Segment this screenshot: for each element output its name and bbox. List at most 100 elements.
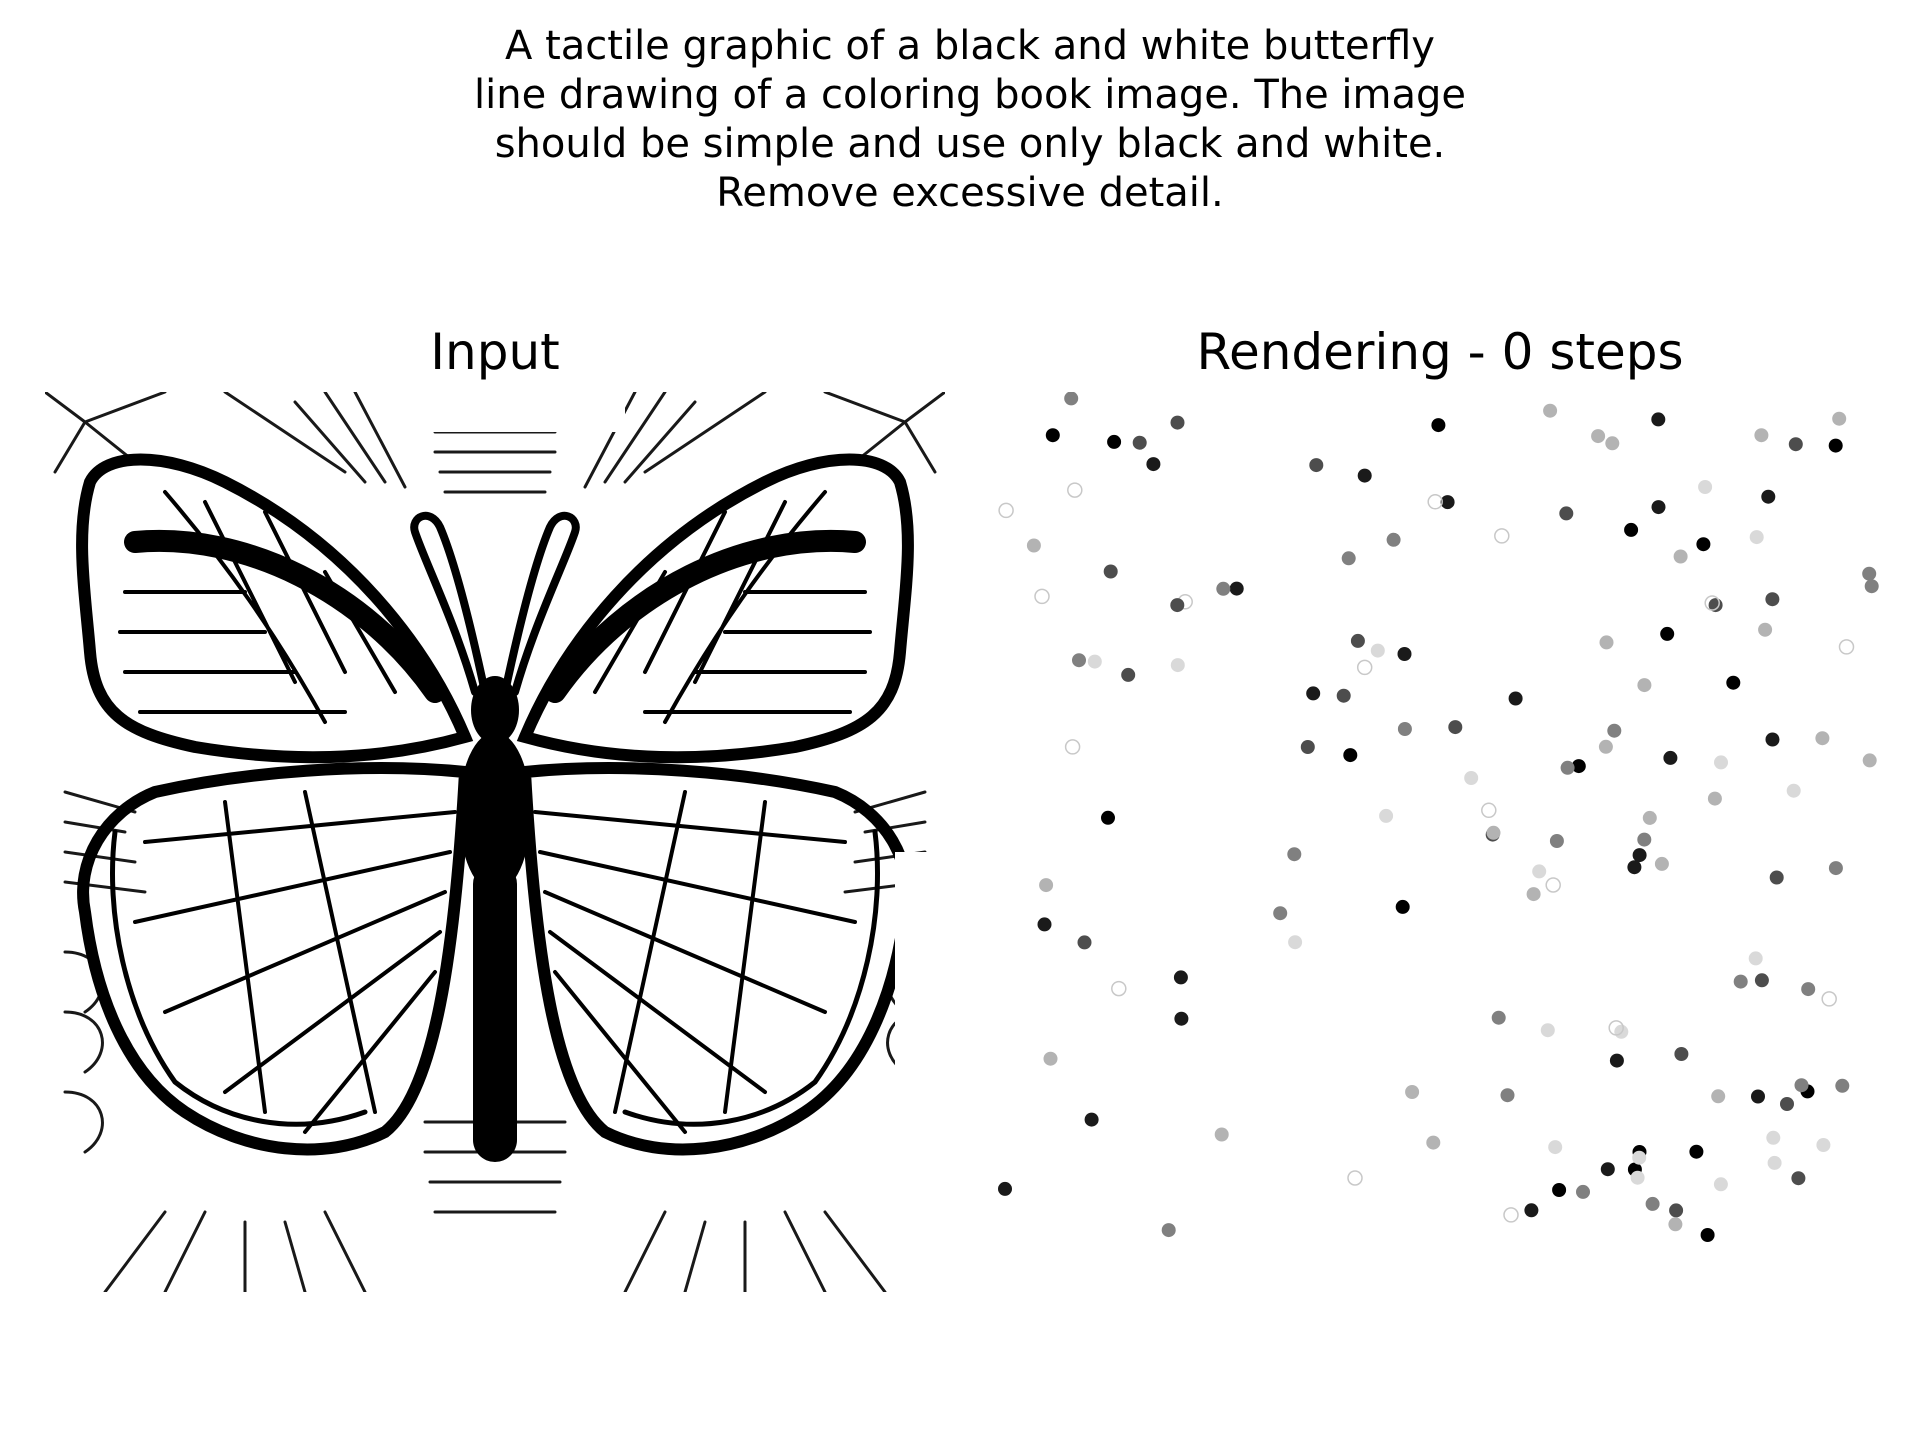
render-dot — [1500, 1088, 1515, 1103]
render-dot — [1309, 458, 1324, 473]
render-dot — [1229, 581, 1244, 596]
render-dot — [1386, 532, 1401, 547]
render-dot — [1627, 860, 1642, 875]
render-dot — [1838, 639, 1855, 655]
prompt-line: should be simple and use only black and … — [494, 121, 1446, 167]
render-dot — [1726, 675, 1741, 690]
render-dot — [1356, 659, 1373, 676]
render-dot — [1576, 1184, 1590, 1199]
render-dot — [1733, 974, 1748, 989]
render-dot — [1494, 528, 1510, 544]
render-dot — [1767, 1155, 1782, 1170]
render-dot — [1786, 783, 1801, 798]
render-dot — [1630, 1170, 1645, 1185]
render-dot — [1637, 678, 1652, 693]
render-dot — [1072, 653, 1086, 668]
render-dot — [1704, 595, 1720, 611]
render-dot — [1713, 1177, 1728, 1192]
render-dot — [1711, 1089, 1726, 1104]
render-dot — [1545, 877, 1561, 893]
render-dot — [1609, 1053, 1624, 1068]
render-dot — [1669, 1203, 1684, 1218]
render-dot — [1607, 723, 1622, 738]
render-dot — [1754, 973, 1769, 988]
render-dot — [1788, 437, 1803, 452]
render-dot — [1170, 415, 1185, 430]
render-dot — [1336, 688, 1351, 703]
render-dot — [1084, 1112, 1099, 1127]
render-dot — [1540, 1023, 1555, 1038]
render-dot — [1696, 537, 1711, 552]
render-dot — [1668, 1217, 1683, 1232]
render-dot — [1862, 566, 1877, 581]
render-dot — [1754, 428, 1769, 443]
render-dot — [1751, 1089, 1765, 1104]
render-dot — [1815, 731, 1830, 746]
render-dot — [1300, 740, 1315, 754]
render-dot — [1748, 951, 1763, 966]
render-dot — [1651, 412, 1666, 427]
render-dot — [1077, 935, 1092, 950]
render-dot — [1599, 635, 1614, 650]
render-dot — [1287, 847, 1302, 862]
render-dot — [1043, 1051, 1058, 1066]
render-dot — [1598, 739, 1613, 754]
render-dot — [1370, 643, 1385, 658]
render-dot — [1673, 549, 1688, 564]
render-dot — [1707, 791, 1722, 806]
render-dot — [1121, 667, 1136, 682]
render-dot — [1173, 970, 1188, 985]
render-dot — [1689, 1144, 1704, 1159]
render-dot — [1769, 870, 1784, 885]
render-dot — [1132, 435, 1147, 450]
render-dot — [1111, 980, 1127, 997]
render-dot — [1343, 748, 1358, 763]
butterfly-input-image — [45, 392, 945, 1292]
render-dot — [1174, 1011, 1189, 1026]
render-dot — [1794, 1078, 1809, 1093]
render-dot — [1037, 917, 1052, 932]
render-dot — [1780, 1097, 1794, 1111]
render-dot — [1426, 1135, 1441, 1150]
render-dot — [1491, 1010, 1506, 1025]
render-dot — [1503, 1207, 1519, 1223]
render-dot — [1087, 654, 1102, 669]
render-dot — [1273, 906, 1288, 921]
render-dot — [1835, 1078, 1850, 1093]
render-dot — [1828, 438, 1843, 453]
render-dot — [998, 502, 1014, 519]
render-dot — [1605, 436, 1620, 451]
render-dot — [1103, 564, 1118, 579]
render-dot — [1549, 834, 1564, 848]
render-dot — [1481, 802, 1497, 819]
render-dot — [1791, 1171, 1806, 1186]
render-dot — [1765, 592, 1780, 607]
render-dot — [1486, 825, 1501, 840]
render-dot — [1508, 691, 1523, 706]
render-dot — [1146, 457, 1161, 472]
render-dot — [1379, 808, 1394, 823]
render-dot — [1395, 899, 1410, 914]
render-dot — [1828, 861, 1843, 876]
render-dot — [1039, 878, 1054, 893]
render-dot — [1448, 720, 1463, 735]
render-dot — [1864, 579, 1879, 594]
render-dot — [1552, 1183, 1567, 1197]
render-dot — [1749, 530, 1764, 545]
render-dot — [1397, 722, 1412, 736]
render-dot — [998, 1181, 1012, 1196]
render-dot — [1632, 1150, 1647, 1165]
render-dot — [1560, 760, 1575, 775]
render-dot — [1801, 982, 1816, 997]
render-dot — [1064, 392, 1079, 406]
render-dot — [1347, 1170, 1363, 1186]
render-dot — [1816, 1138, 1831, 1152]
render-dot — [1765, 732, 1780, 747]
render-dot — [1758, 622, 1773, 637]
render-dot — [1761, 489, 1776, 504]
render-dot — [1654, 856, 1669, 871]
render-dot — [1559, 506, 1574, 521]
rendering-panel-title: Rendering - 0 steps — [1196, 323, 1684, 381]
render-dot — [1532, 864, 1547, 879]
render-dot — [1821, 991, 1837, 1007]
